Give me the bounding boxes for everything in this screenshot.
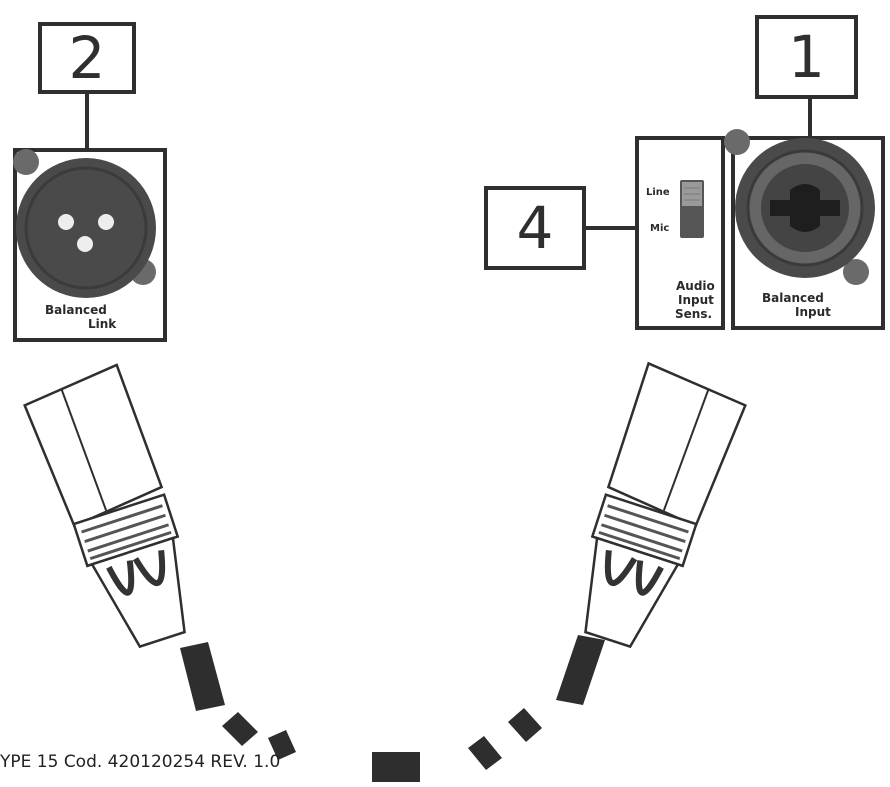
- cable-segments: [180, 635, 605, 782]
- callout-1: 1: [755, 15, 858, 99]
- xlr-pin-1: [58, 214, 74, 230]
- xlr-jack-ring: [24, 166, 148, 290]
- input-label-line1: Balanced: [762, 291, 824, 305]
- xlr-female-jack: [16, 158, 156, 298]
- cable-segment: [222, 712, 258, 746]
- cable-segment: [468, 736, 502, 770]
- cable-segment: [268, 730, 296, 760]
- input-screw-top: [724, 129, 750, 155]
- left-xlr-plug: [23, 363, 186, 649]
- input-screw-bottom: [843, 259, 869, 285]
- cable-segment: [556, 635, 605, 705]
- sens-title-1: Audio: [676, 279, 715, 293]
- sens-title-3: Sens.: [675, 307, 713, 321]
- link-label-line2: Link: [88, 317, 117, 331]
- cable-segment: [372, 752, 420, 782]
- link-label-line1: Balanced: [45, 303, 107, 317]
- input-label-line2: Input: [795, 305, 831, 319]
- right-xlr-plug: [584, 361, 747, 649]
- callout-2: 2: [38, 22, 136, 94]
- sens-line-label: Line: [646, 187, 670, 198]
- combo-jack-socket: [770, 184, 840, 232]
- sens-title-2: Input: [678, 293, 714, 307]
- callout-4: 4: [484, 186, 586, 270]
- xlr-pin-3: [77, 236, 93, 252]
- cable-segment: [508, 708, 542, 742]
- link-screw-top: [13, 149, 39, 175]
- footer-text: YPE 15 Cod. 420120254 REV. 1.0: [0, 752, 281, 772]
- xlr-pin-2: [98, 214, 114, 230]
- cable-segment: [180, 642, 225, 711]
- sens-mic-label: Mic: [650, 223, 670, 234]
